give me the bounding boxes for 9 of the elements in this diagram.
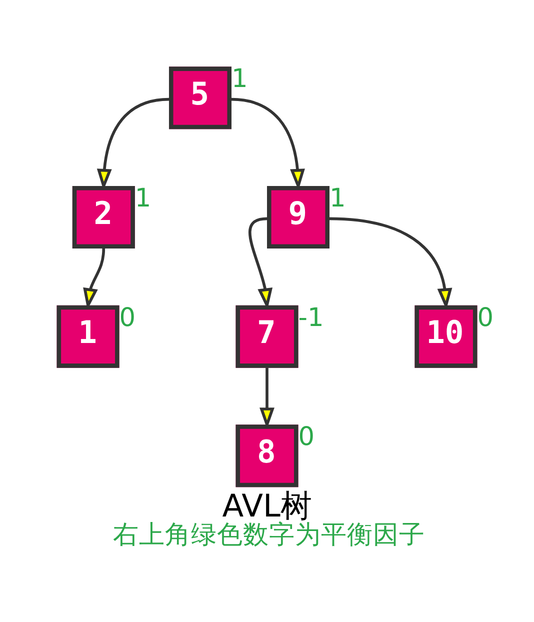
node-label: 0 <box>477 302 494 333</box>
arrow <box>96 98 170 190</box>
node-label: 1 <box>134 183 152 214</box>
arrow <box>231 98 305 190</box>
node-label: 1 <box>231 64 248 94</box>
node-label: 1 <box>330 183 346 214</box>
node-label: -1 <box>298 302 324 333</box>
node-label: 0 <box>119 302 136 333</box>
node-label: 0 <box>298 422 315 452</box>
